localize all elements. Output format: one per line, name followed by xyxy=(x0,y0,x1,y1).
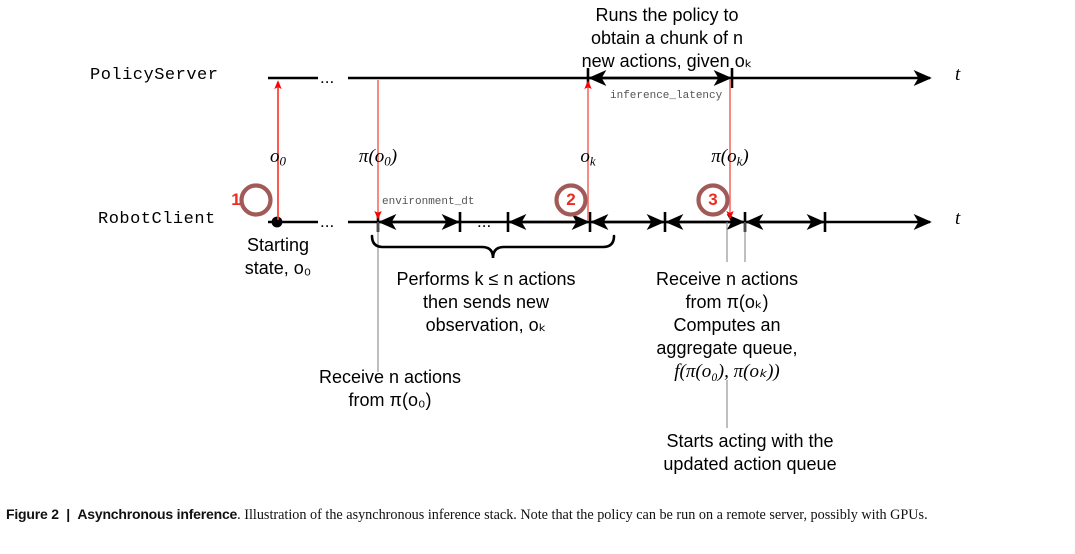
runs-policy-line-2: obtain a chunk of n xyxy=(590,28,744,48)
lane-label-robot-client: RobotClient xyxy=(98,210,216,229)
receive-n-from-pi-ok-note: Receive n actions from π(oₖ) Computes an… xyxy=(562,268,892,383)
runs-policy-line-3: new actions, given oₖ xyxy=(581,51,753,71)
caption-separator: | xyxy=(66,506,70,522)
badge-1-number: 1 xyxy=(231,190,241,209)
runs-policy-line-1: Runs the policy to xyxy=(595,5,739,25)
badge-2-number: 2 xyxy=(566,190,576,209)
message-label-policy-o0: π(o0) xyxy=(358,146,398,169)
receive-ok-line-1: Receive n actions xyxy=(655,269,799,289)
starting-state-note: Starting state, o₀ xyxy=(148,234,408,280)
badge-2[interactable] xyxy=(554,183,588,217)
policy-server-axis-label: t xyxy=(955,64,961,85)
message-label-obs-0: o0 xyxy=(270,146,286,169)
robot-client-ellipsis-left: ... xyxy=(320,212,335,231)
message-label-obs-k: ok xyxy=(580,146,596,169)
receive-n-from-pi-o0-note: Receive n actions from π(o₀) xyxy=(240,366,540,412)
environment-dt-label: environment_dt xyxy=(382,196,475,208)
timeline-diagram xyxy=(239,68,932,428)
runs-policy-note: Runs the policy to obtain a chunk of n n… xyxy=(457,4,877,73)
receive-ok-line-4: aggregate queue, xyxy=(656,338,798,358)
starts-acting-line-2: updated action queue xyxy=(663,454,837,474)
performs-k-line-1: Performs k ≤ n actions xyxy=(396,269,576,289)
receive-ok-line-2: from π(oₖ) xyxy=(685,292,769,312)
starts-acting-note: Starts acting with the updated action qu… xyxy=(580,430,920,476)
badge-3-number: 3 xyxy=(708,190,718,209)
robot-client-ellipsis-mid: ... xyxy=(477,212,492,231)
lane-label-policy-server: PolicyServer xyxy=(90,66,219,85)
robot-client-ellipsis-right: ... xyxy=(873,208,888,227)
performs-k-actions-note: Performs k ≤ n actions then sends new ob… xyxy=(306,268,666,337)
policy-server-ellipsis-left: ... xyxy=(320,68,335,87)
starts-acting-line-1: Starts acting with the xyxy=(666,431,834,451)
figure-caption: Figure 2 | Asynchronous inference. Illus… xyxy=(6,505,1068,525)
robot-client-axis-label: t xyxy=(955,208,961,229)
caption-title: Asynchronous inference xyxy=(77,506,238,522)
inference-latency-label: inference_latency xyxy=(610,90,723,102)
badge-1[interactable] xyxy=(239,183,273,217)
policy-server-ellipsis-right: ... xyxy=(873,64,888,83)
starting-state-line-1: Starting xyxy=(246,235,310,255)
performs-k-brace xyxy=(370,234,616,259)
caption-body: . Illustration of the asynchronous infer… xyxy=(237,507,928,523)
receive-ok-line-5: f(π(o₀), π(oₖ)) xyxy=(674,361,780,382)
receive-o0-line-2: from π(o₀) xyxy=(348,390,432,410)
starting-state-line-2: state, o₀ xyxy=(244,258,312,278)
action-step-ticks xyxy=(376,212,827,232)
receive-o0-line-1: Receive n actions xyxy=(318,367,462,387)
performs-k-line-3: observation, oₖ xyxy=(425,315,547,335)
message-label-policy-ok: π(ok) xyxy=(711,146,749,169)
performs-k-line-2: then sends new xyxy=(422,292,550,312)
caption-label: Figure 2 xyxy=(6,506,59,522)
badge-3[interactable] xyxy=(696,183,730,217)
receive-ok-line-3: Computes an xyxy=(673,315,781,335)
